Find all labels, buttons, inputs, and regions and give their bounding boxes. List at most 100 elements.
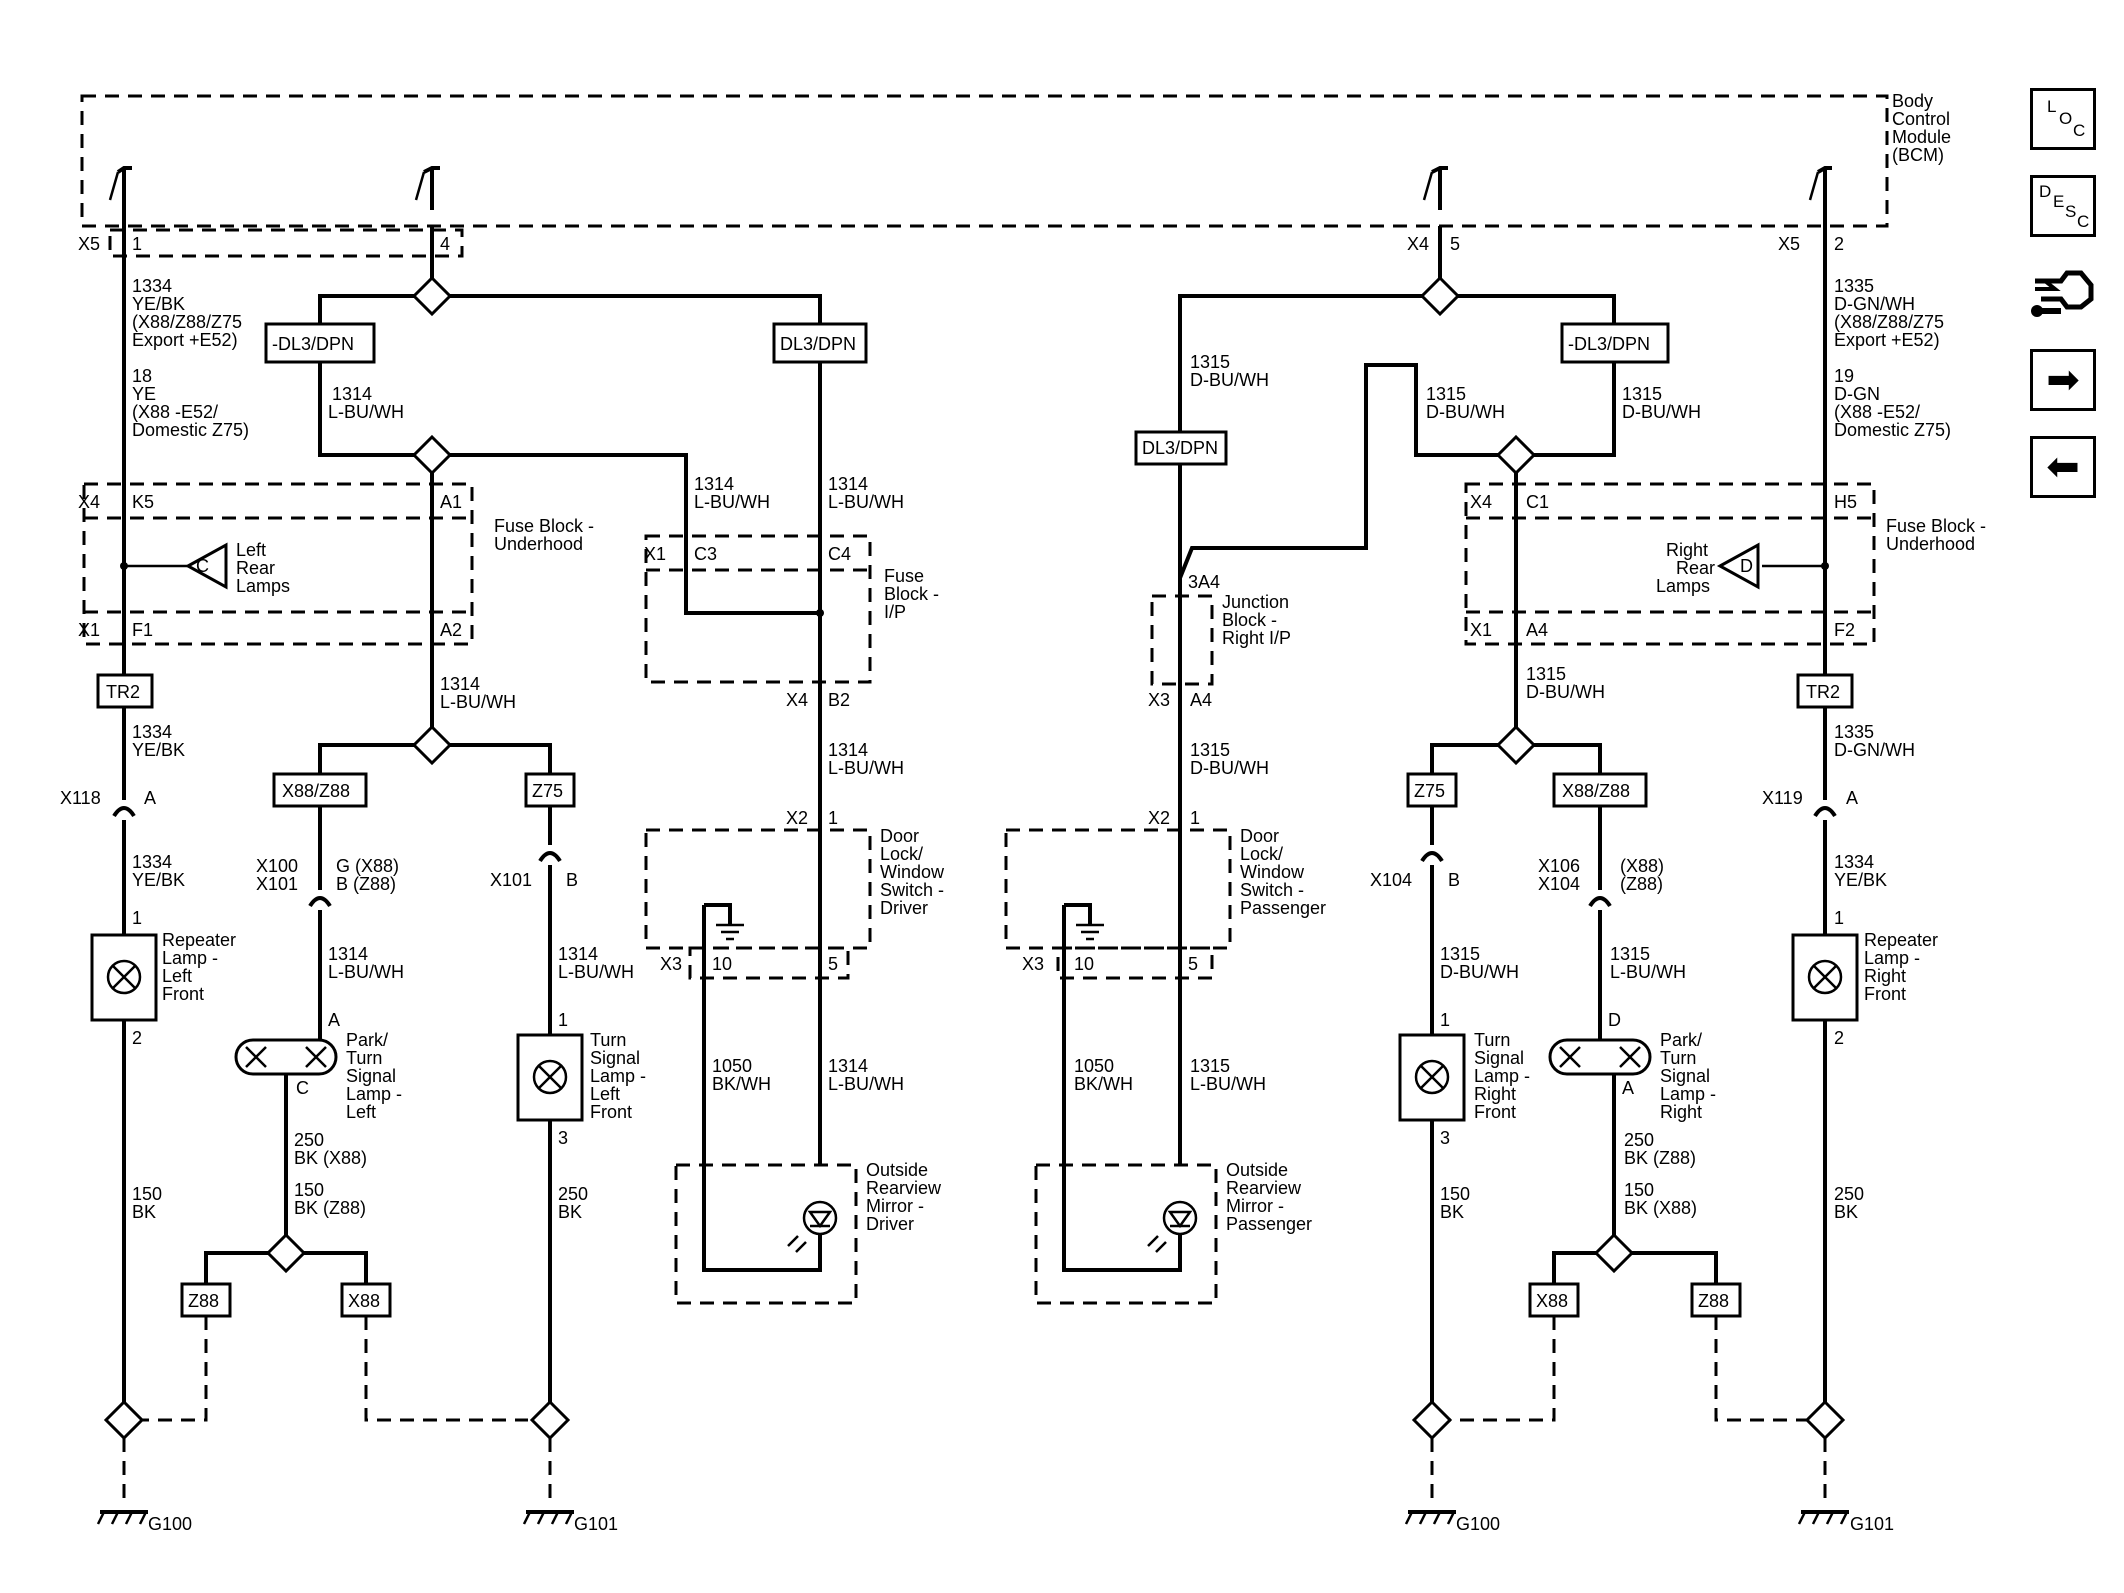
diagram-label: Repeater <box>1864 930 1938 950</box>
diagram-label: Lamp - <box>1474 1066 1530 1086</box>
diagram-label: BK (Z88) <box>1624 1148 1696 1168</box>
diagram-label: 3A4 <box>1188 572 1220 592</box>
diagram-label: Front <box>1474 1102 1516 1122</box>
diagram-label: Window <box>880 862 945 882</box>
diagram-label: 150 <box>294 1180 324 1200</box>
previous-arrow-icon[interactable]: ⬅ <box>2030 436 2096 498</box>
diagram-label: C3 <box>694 544 717 564</box>
diagram-label: Lamp - <box>1660 1084 1716 1104</box>
diagram-label: BK <box>1440 1202 1464 1222</box>
diagram-label: Fuse Block - <box>494 516 594 536</box>
diagram-label: L-BU/WH <box>328 402 404 422</box>
diagram-label: 2 <box>1834 1028 1844 1048</box>
diagram-label: B (Z88) <box>336 874 396 894</box>
diagram-label: B <box>1448 870 1460 890</box>
diagram-label: DL3/DPN <box>780 334 856 354</box>
diagram-label: Door <box>1240 826 1279 846</box>
diagram-label: 5 <box>1188 954 1198 974</box>
diagram-label: Lock/ <box>1240 844 1283 864</box>
diagram-label: Lock/ <box>880 844 923 864</box>
diagram-label: L-BU/WH <box>328 962 404 982</box>
diagram-label: X104 <box>1538 874 1580 894</box>
diagram-label: 3 <box>1440 1128 1450 1148</box>
diagram-label: 150 <box>132 1184 162 1204</box>
diagram-label: Turn <box>590 1030 626 1050</box>
diagram-label: YE <box>132 384 156 404</box>
diagram-label: 1335 <box>1834 276 1874 296</box>
diagram-label: Signal <box>1660 1066 1710 1086</box>
diagram-label: 2 <box>1834 234 1844 254</box>
diagram-label: X119 <box>1762 788 1803 808</box>
next-arrow-icon[interactable]: ➡ <box>2030 349 2096 411</box>
diagram-label: Block - <box>884 584 939 604</box>
diagram-label: D <box>1740 556 1753 576</box>
diagram-label: X101 <box>490 870 532 890</box>
diagram-label: Lamps <box>1656 576 1710 596</box>
diagram-label: A <box>144 788 156 808</box>
diagram-label: BK (X88) <box>1624 1198 1697 1218</box>
diagram-label: L-BU/WH <box>1190 1074 1266 1094</box>
diagram-label: D-BU/WH <box>1622 402 1701 422</box>
diagram-label: Front <box>590 1102 632 1122</box>
diagram-label: Body <box>1892 91 1933 111</box>
location-icon[interactable]: L O C <box>2030 88 2096 150</box>
diagram-label: 10 <box>1074 954 1094 974</box>
diagram-label: Rear <box>1676 558 1715 578</box>
diagram-label: X88 <box>348 1291 380 1311</box>
diagram-label: -DL3/DPN <box>1568 334 1650 354</box>
diagram-label: YE/BK <box>132 870 185 890</box>
diagram-label: Signal <box>590 1048 640 1068</box>
diagram-label: 250 <box>558 1184 588 1204</box>
diagram-label: BK (Z88) <box>294 1198 366 1218</box>
diagram-label: Front <box>1864 984 1906 1004</box>
diagram-label: Switch - <box>1240 880 1304 900</box>
diagram-label: (X88/Z88/Z75 <box>132 312 242 332</box>
diagram-label: Right I/P <box>1222 628 1291 648</box>
diagram-label: -DL3/DPN <box>272 334 354 354</box>
diagram-label: A <box>1622 1078 1634 1098</box>
diagram-label: 250 <box>294 1130 324 1150</box>
diagram-label: BK (X88) <box>294 1148 367 1168</box>
diagram-label: Fuse <box>884 566 924 586</box>
diagram-label: 1 <box>132 234 142 254</box>
diagram-label: Park/ <box>346 1030 388 1050</box>
diagram-label: D-BU/WH <box>1526 682 1605 702</box>
diagram-label: 1315 <box>1526 664 1566 684</box>
diagram-label: 1 <box>132 908 142 928</box>
diagram-label: D-GN/WH <box>1834 294 1915 314</box>
diagram-label: A <box>328 1010 340 1030</box>
diagram-label: (X88/Z88/Z75 <box>1834 312 1944 332</box>
diagram-label: K5 <box>132 492 154 512</box>
diagram-label: 4 <box>440 234 450 254</box>
diagram-label: X88/Z88 <box>1562 781 1630 801</box>
diagram-label: A2 <box>440 620 462 640</box>
diagram-label: C <box>196 556 209 576</box>
diagram-label: Outside <box>866 1160 928 1180</box>
diagram-label: Underhood <box>1886 534 1975 554</box>
diagram-label: 1314 <box>328 944 368 964</box>
diagram-label: YE/BK <box>132 294 185 314</box>
diagram-label: C1 <box>1526 492 1549 512</box>
diagram-label: 1314 <box>828 740 868 760</box>
diagram-label: X4 <box>786 690 808 710</box>
diagram-label: BK <box>558 1202 582 1222</box>
diagram-label: L-BU/WH <box>558 962 634 982</box>
diagram-label: D-GN/WH <box>1834 740 1915 760</box>
diagram-label: Right <box>1660 1102 1702 1122</box>
diagram-label: X2 <box>786 808 808 828</box>
diagram-label: G100 <box>1456 1514 1500 1534</box>
connector-tool-icon[interactable] <box>2030 262 2096 324</box>
description-icon[interactable]: D E S C <box>2030 175 2096 237</box>
diagram-label: X4 <box>1470 492 1492 512</box>
diagram-label: Turn <box>1660 1048 1696 1068</box>
diagram-label: Lamp - <box>1864 948 1920 968</box>
diagram-label: X104 <box>1370 870 1412 890</box>
diagram-label: Z75 <box>1414 781 1445 801</box>
diagram-label: D-GN <box>1834 384 1880 404</box>
diagram-label: BK/WH <box>712 1074 771 1094</box>
diagram-label: C4 <box>828 544 851 564</box>
diagram-label: TR2 <box>106 682 140 702</box>
diagram-label: Turn <box>1474 1030 1510 1050</box>
diagram-label: D-BU/WH <box>1190 370 1269 390</box>
diagram-label: 18 <box>132 366 152 386</box>
